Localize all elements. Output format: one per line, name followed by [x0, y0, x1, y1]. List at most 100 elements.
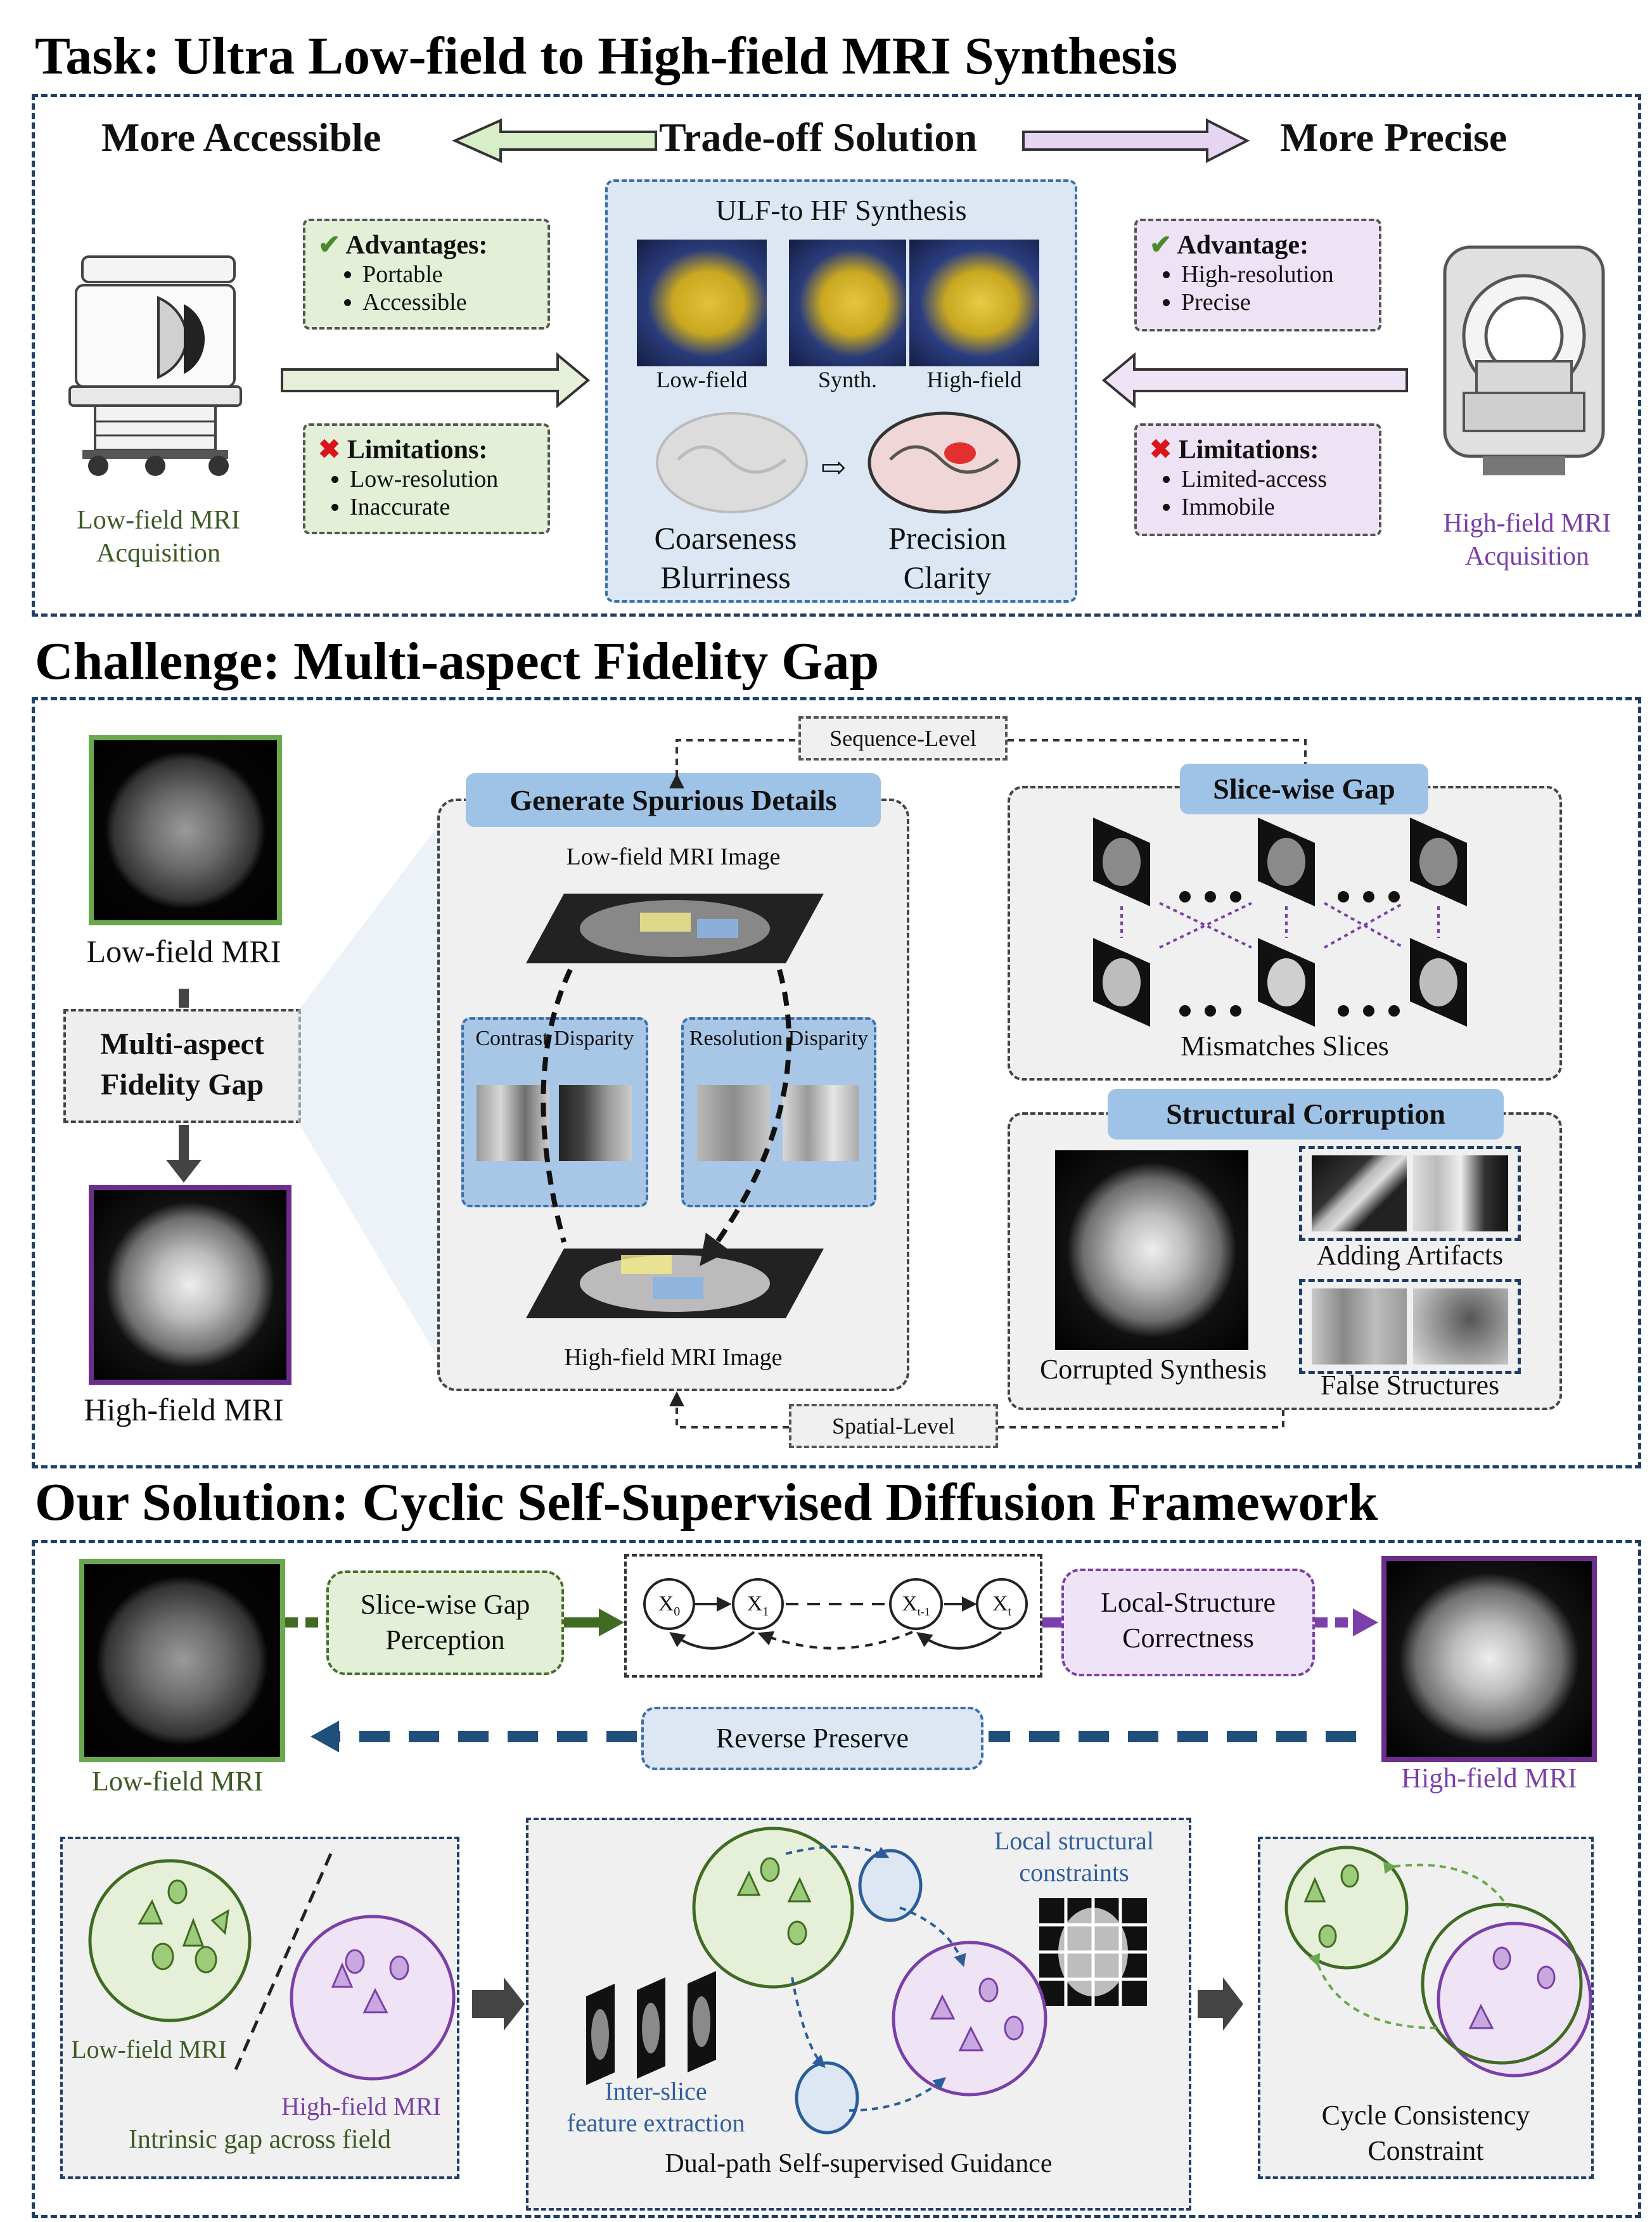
false-structure-patch-2: [1413, 1288, 1508, 1365]
list-item: Immobile: [1181, 493, 1366, 521]
coarse-brain-icon: [653, 409, 811, 517]
list-item: Limited-access: [1181, 465, 1366, 493]
left-advantages-box: ✔ Advantages: Portable Accessible: [303, 219, 550, 330]
tradeoff-label: Trade-off Solution: [659, 115, 977, 160]
challenge-frame: [32, 697, 1641, 1468]
lowfield-slice-stack: [526, 881, 824, 982]
blurriness-label: Blurriness: [660, 560, 791, 595]
node-x1-sub: 1: [762, 1604, 769, 1619]
precision-label: Precision: [888, 520, 1007, 556]
cycle-caption-line1: Cycle Consistency: [1321, 2100, 1530, 2131]
contrast-patch-low: [477, 1085, 549, 1161]
inter-slice-line1: Inter-slice: [605, 2077, 707, 2105]
highfield-acquisition-caption: High-field MRI Acquisition: [1394, 507, 1652, 573]
fidelity-gap-line1: Multi-aspect: [100, 1027, 264, 1061]
artifact-patch-1: [1312, 1155, 1407, 1231]
more-precise-label: More Precise: [1280, 115, 1508, 160]
local-structure-line1: Local-Structure: [1100, 1587, 1276, 1618]
coarseness-caption: Coarseness Blurriness: [637, 518, 814, 597]
node-x0: X0: [643, 1578, 695, 1630]
panel1-caption: Intrinsic gap across field: [128, 2125, 392, 2154]
node-x0-sub: 0: [674, 1604, 681, 1619]
more-accessible-label: More Accessible: [101, 115, 381, 160]
corrupted-synthesis-image: [1055, 1150, 1248, 1350]
highfield-caption-line2: Acquisition: [1465, 542, 1589, 571]
lowfield-scanner-icon: [63, 250, 247, 478]
slicewise-perception-box[interactable]: Slice-wise Gap Perception: [326, 1570, 564, 1675]
lowfield-acquisition-caption: Low-field MRI Acquisition: [38, 504, 279, 570]
inter-slice-label: Inter-slice feature extraction: [545, 2076, 767, 2139]
spurious-title: Generate Spurious Details: [466, 773, 881, 827]
synthesis-label-highfield: High-field: [926, 367, 1022, 392]
cross-icon: ✖: [1149, 435, 1172, 465]
artifact-patch-2: [1413, 1155, 1508, 1231]
list-item: Accessible: [362, 288, 535, 316]
cross-icon: ✖: [318, 435, 341, 465]
check-icon: ✔: [1149, 231, 1172, 260]
list-item: Precise: [1181, 288, 1366, 316]
challenge-lowfield-image: [89, 735, 282, 925]
highfield-slice-stack: [526, 1236, 824, 1337]
reverse-preserve-box[interactable]: Reverse Preserve: [641, 1707, 983, 1770]
right-advantage-title: Advantage:: [1177, 231, 1309, 260]
coarseness-label: Coarseness: [654, 520, 797, 556]
synthesis-label-synth: Synth.: [817, 367, 878, 392]
panel1-low-label: Low-field MRI: [71, 2035, 227, 2064]
right-limitations-title: Limitations:: [1178, 435, 1319, 465]
local-structure-box[interactable]: Local-Structure Correctness: [1061, 1569, 1315, 1676]
contrast-patch-high: [559, 1085, 632, 1161]
local-constraints-label: Local structural constraints: [970, 1825, 1179, 1889]
highfield-brain-image: [909, 240, 1039, 366]
node-xt1-sub: t-1: [917, 1605, 930, 1618]
node-x1: X1: [732, 1578, 784, 1630]
left-limitations-box: ✖ Limitations: Low-resolution Inaccurate: [303, 423, 550, 534]
adding-artifacts-label: Adding Artifacts: [1316, 1240, 1504, 1271]
structural-title: Structural Corruption: [1108, 1089, 1504, 1140]
local-constraints-line2: constraints: [1019, 1858, 1129, 1887]
diffusion-chain-box: [624, 1554, 1042, 1678]
solution-lowfield-label: Low-field MRI: [91, 1766, 264, 1797]
sequence-level-label: Sequence-Level: [798, 716, 1008, 761]
spatial-level-label: Spatial-Level: [789, 1404, 998, 1448]
false-structure-patch-1: [1312, 1288, 1407, 1365]
node-xt-label: X: [992, 1592, 1008, 1615]
false-structures-label: False Structures: [1320, 1370, 1500, 1401]
challenge-highfield-label: High-field MRI: [84, 1392, 284, 1427]
list-item: Low-resolution: [350, 465, 535, 493]
highfield-caption-line1: High-field MRI: [1443, 509, 1611, 538]
precise-brain-icon: [865, 409, 1023, 517]
panel1-high-label: High-field MRI: [281, 2092, 442, 2121]
spurious-bottom-label: High-field MRI Image: [564, 1344, 783, 1371]
right-limitations-box: ✖ Limitations: Limited-access Immobile: [1134, 423, 1381, 536]
solution-highfield-image: [1381, 1556, 1597, 1762]
resolution-patch-high: [783, 1085, 859, 1161]
lowfield-brain-image: [637, 240, 767, 366]
slicewise-perception-line1: Slice-wise Gap: [360, 1589, 530, 1620]
resolution-disparity-label: Resolution Disparity: [689, 1027, 869, 1050]
cycle-caption-line2: Constraint: [1367, 2135, 1484, 2166]
artifacts-box: [1299, 1146, 1521, 1241]
left-limitations-title: Limitations:: [347, 435, 488, 465]
list-item: Portable: [362, 260, 535, 288]
synth-brain-image: [789, 240, 906, 366]
corrupted-synthesis-label: Corrupted Synthesis: [1039, 1354, 1267, 1385]
slicewise-caption: Mismatches Slices: [1181, 1031, 1389, 1062]
dual-path-caption: Dual-path Self-supervised Guidance: [665, 2149, 1053, 2178]
cycle-consistency-caption: Cycle Consistency Constraint: [1258, 2098, 1594, 2169]
node-xt1: Xt-1: [889, 1578, 943, 1630]
node-x0-label: X: [658, 1592, 674, 1615]
precision-caption: Precision Clarity: [859, 518, 1036, 597]
left-advantages-title: Advantages:: [345, 231, 488, 260]
list-item: Inaccurate: [350, 493, 535, 521]
challenge-lowfield-label: Low-field MRI: [86, 934, 281, 969]
false-structures-box: [1299, 1279, 1521, 1374]
contrast-disparity-label: Contrast Disparity: [475, 1027, 634, 1050]
task-heading: Task: Ultra Low-field to High-field MRI …: [35, 27, 1178, 86]
arrow-right-icon: ⇨: [821, 451, 847, 485]
solution-frame: [32, 1540, 1641, 2218]
solution-highfield-label: High-field MRI: [1401, 1763, 1577, 1794]
lowfield-caption-line1: Low-field MRI: [77, 506, 240, 535]
local-grid-image: [1039, 1898, 1147, 2006]
solution-heading: Our Solution: Cyclic Self-Supervised Dif…: [35, 1473, 1378, 1532]
node-xt: Xt: [976, 1578, 1028, 1630]
